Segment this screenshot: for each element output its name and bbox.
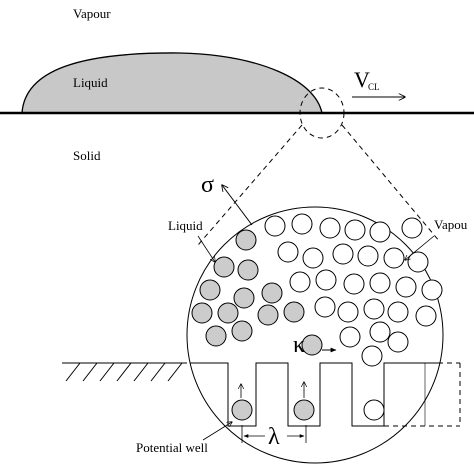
solid-label: Solid [73, 148, 101, 163]
potential-well-pointer [202, 422, 232, 441]
vcl-subscript: CL [368, 82, 380, 92]
inset-liquid-pointer [197, 235, 215, 262]
liquid-droplet [21, 52, 323, 114]
potential-well-label: Potential well [136, 440, 208, 455]
vcl-label: V [354, 67, 370, 92]
vapour-particles [264, 213, 443, 421]
zoom-region [299, 87, 345, 139]
lambda-label: λ [268, 424, 280, 450]
inset-circle-outline [186, 206, 444, 464]
sigma-arrow [222, 185, 253, 226]
hatched-solid [62, 362, 187, 382]
inset-liquid-label: Liquid [168, 218, 203, 233]
kappa-label: κ [293, 332, 305, 358]
sigma-label: σ [201, 172, 214, 198]
inset-vapour-pointer [405, 235, 435, 260]
zoom-line-right [341, 124, 441, 243]
liquid-label: Liquid [73, 75, 108, 90]
inset-vapour-label: Vapou [434, 217, 468, 232]
liquid-particles [191, 229, 323, 421]
vapour-label: Vapour [73, 6, 111, 21]
